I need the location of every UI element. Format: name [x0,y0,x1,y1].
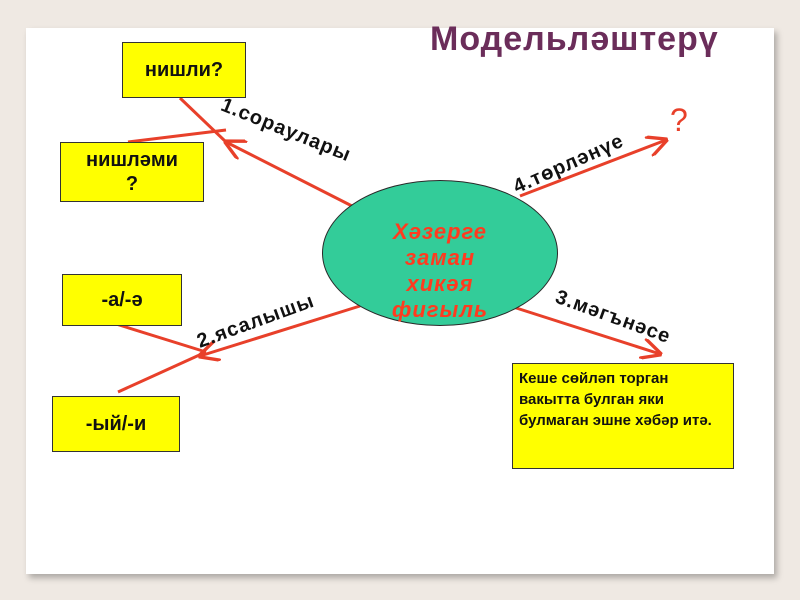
branch2-arrow [200,304,361,356]
question-mark: ? [670,102,688,138]
branch1-arrow [226,142,353,208]
center-line-3: хикәя [406,271,474,296]
center-ellipse: Хәзерге заман хикәя фигыль [322,180,558,326]
suffix-box-a-e: -а/-ә [62,274,182,326]
branch2-line-to-suffix2 [117,350,207,394]
center-text: Хәзерге заман хикәя фигыль [392,219,488,323]
suffix-box-yi-i: -ый/-и [52,396,180,452]
branch1-line-to-q1 [178,96,228,144]
question-box-nishlami-line1: нишләми [86,149,178,171]
branch3-arrow [509,304,660,354]
question-box-nishli-text: нишли? [144,59,224,81]
question-box-nishli: нишли? [122,42,246,98]
center-line-1: Хәзерге [393,219,487,244]
center-line-4: фигыль [391,297,489,322]
branch1-line-to-q2 [127,128,227,144]
center-line-2: заман [404,245,476,270]
question-box-nishlami: нишләми ? [60,142,204,202]
suffix-box-yi-i-text: -ый/-и [85,413,147,435]
branch4-arrow [519,140,666,198]
question-box-nishlami-line2: ? [125,173,139,195]
suffix-box-a-e-text: -а/-ә [101,289,143,311]
slide-title: Модельләштерү [430,20,719,58]
definition-box: Кеше сөйләп торган вакытта булган яки бу… [512,363,734,469]
branch2-line-to-suffix1 [115,322,207,354]
